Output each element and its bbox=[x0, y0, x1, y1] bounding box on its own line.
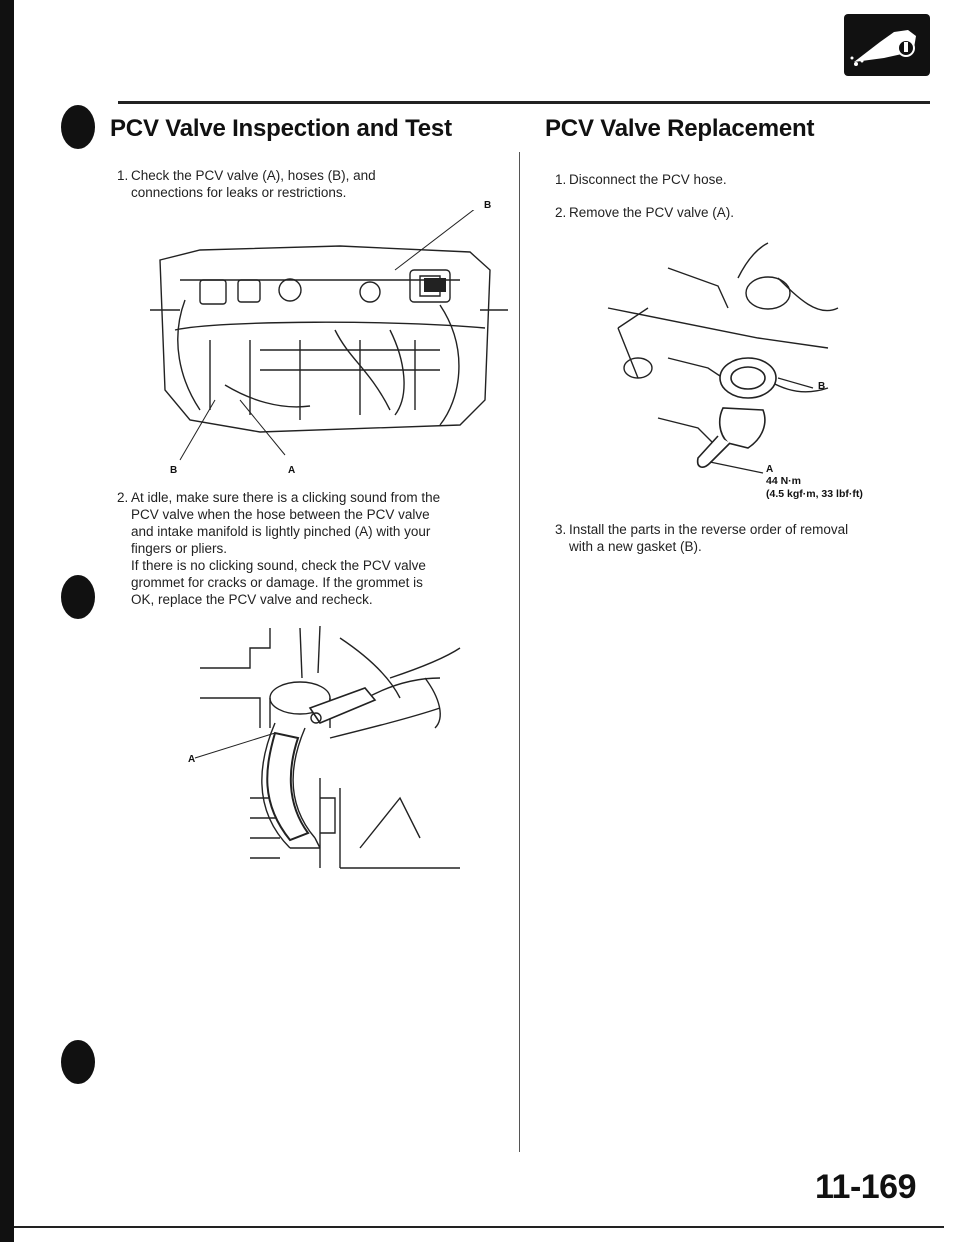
callout-b-top: B bbox=[484, 200, 492, 211]
pcv-valve-figure: B A bbox=[598, 238, 928, 488]
section-title-inspection: PCV Valve Inspection and Test bbox=[110, 115, 452, 142]
section-title-replacement: PCV Valve Replacement bbox=[545, 115, 815, 142]
step-number: 1. bbox=[117, 168, 129, 183]
step-2-replacement: 2. Remove the PCV valve (A). bbox=[555, 204, 915, 224]
step-line: Disconnect the PCV hose. bbox=[569, 172, 727, 187]
torque-spec-metric: 44 N·m bbox=[766, 475, 802, 487]
step-1-inspection: 1. Check the PCV valve (A), hoses (B), a… bbox=[117, 167, 507, 207]
step-line: OK, replace the PCV valve and recheck. bbox=[131, 592, 373, 607]
step-line: PCV valve when the hose between the PCV … bbox=[131, 507, 430, 522]
callout-a-bottom: A bbox=[288, 465, 296, 476]
footer-rule bbox=[14, 1226, 944, 1228]
step-line: If there is no clicking sound, check the… bbox=[131, 558, 426, 573]
column-divider bbox=[519, 152, 520, 1152]
punch-hole bbox=[61, 1040, 95, 1084]
step-line: At idle, make sure there is a clicking s… bbox=[131, 490, 441, 505]
callout-b-bottom: B bbox=[170, 465, 178, 476]
engine-top-figure: B B A bbox=[140, 200, 510, 480]
step-line: grommet for cracks or damage. If the gro… bbox=[131, 575, 423, 590]
car-exhaust-icon bbox=[844, 14, 930, 76]
step-line: fingers or pliers. bbox=[131, 541, 228, 556]
step-line: Install the parts in the reverse order o… bbox=[569, 522, 849, 537]
callout-a: A bbox=[188, 754, 196, 765]
step-number: 3. bbox=[555, 522, 567, 537]
step-number: 1. bbox=[555, 172, 567, 187]
binding-edge bbox=[0, 0, 14, 1242]
torque-spec-imperial: (4.5 kgf·m, 33 lbf·ft) bbox=[766, 488, 863, 500]
callout-b: B bbox=[818, 381, 826, 392]
punch-hole bbox=[61, 105, 95, 149]
step-line: Remove the PCV valve (A). bbox=[569, 205, 735, 220]
step-line: connections for leaks or restrictions. bbox=[131, 185, 347, 200]
step-3-replacement: 3. Install the parts in the reverse orde… bbox=[555, 521, 935, 561]
step-number: 2. bbox=[117, 490, 129, 505]
page-number: 11-169 bbox=[815, 1168, 917, 1206]
step-2-inspection: 2. At idle, make sure there is a clickin… bbox=[117, 489, 517, 614]
step-line: Check the PCV valve (A), hoses (B), and bbox=[131, 168, 376, 183]
step-line: with a new gasket (B). bbox=[569, 539, 702, 554]
step-line: and intake manifold is lightly pinched (… bbox=[131, 524, 431, 539]
step-number: 2. bbox=[555, 205, 567, 220]
header-rule bbox=[118, 101, 930, 104]
punch-hole bbox=[61, 575, 95, 619]
step-1-replacement: 1. Disconnect the PCV hose. bbox=[555, 171, 915, 191]
callout-a: A bbox=[766, 464, 774, 475]
pliers-hose-figure: A bbox=[188, 618, 470, 888]
